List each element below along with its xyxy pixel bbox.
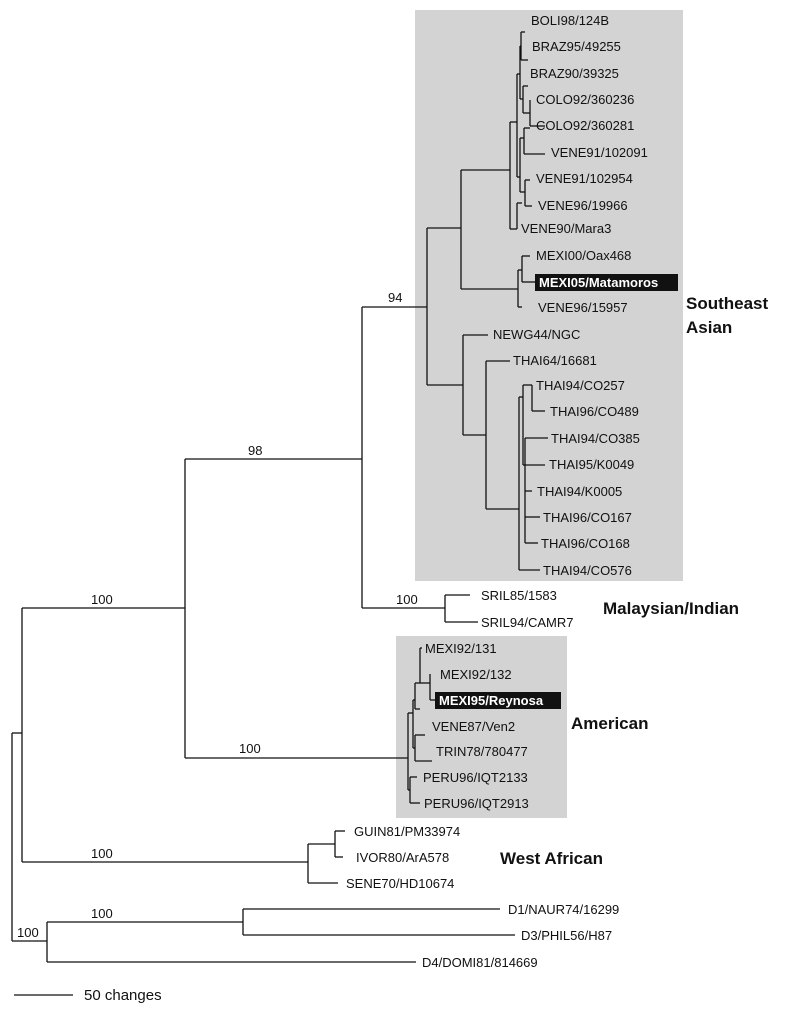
taxon-label: MEXI92/132 bbox=[440, 667, 512, 682]
taxon-label: BRAZ95/49255 bbox=[532, 39, 621, 54]
taxon-label: VENE91/102954 bbox=[536, 171, 633, 186]
american-clade-box bbox=[396, 636, 567, 818]
bootstrap-value: 100 bbox=[91, 592, 113, 607]
clade-label-west-african: West African bbox=[500, 849, 603, 868]
taxon-label: IVOR80/ArA578 bbox=[356, 850, 449, 865]
clade-label-southeast-asian: Asian bbox=[686, 318, 732, 337]
taxon-label: SRIL94/CAMR7 bbox=[481, 615, 573, 630]
taxon-label: BOLI98/124B bbox=[531, 13, 609, 28]
taxon-label: THAI96/CO167 bbox=[543, 510, 632, 525]
taxon-label: THAI94/CO385 bbox=[551, 431, 640, 446]
taxon-label: THAI94/CO576 bbox=[543, 563, 632, 578]
taxon-label: PERU96/IQT2913 bbox=[424, 796, 529, 811]
taxon-label: VENE87/Ven2 bbox=[432, 719, 515, 734]
highlight-bg-matamoros bbox=[535, 274, 678, 291]
taxon-label: THAI64/16681 bbox=[513, 353, 597, 368]
taxon-label: THAI96/CO489 bbox=[550, 404, 639, 419]
taxon-label: MEXI00/Oax468 bbox=[536, 248, 631, 263]
taxon-label: BRAZ90/39325 bbox=[530, 66, 619, 81]
taxon-label: COLO92/360281 bbox=[536, 118, 634, 133]
scale-bar-label: 50 changes bbox=[84, 987, 162, 1004]
southeast-asian-clade-box bbox=[415, 10, 683, 581]
taxon-label: THAI94/CO257 bbox=[536, 378, 625, 393]
taxon-label: D1/NAUR74/16299 bbox=[508, 902, 619, 917]
taxon-label: THAI96/CO168 bbox=[541, 536, 630, 551]
taxon-label: SRIL85/1583 bbox=[481, 588, 557, 603]
taxon-label: SENE70/HD10674 bbox=[346, 876, 454, 891]
clade-label-american: American bbox=[571, 714, 648, 733]
taxon-label: D3/PHIL56/H87 bbox=[521, 928, 612, 943]
taxon-label-highlighted: MEXI95/Reynosa bbox=[439, 693, 544, 708]
bootstrap-value: 100 bbox=[17, 925, 39, 940]
bootstrap-value: 98 bbox=[248, 443, 262, 458]
taxon-label: COLO92/360236 bbox=[536, 92, 634, 107]
taxon-label: THAI94/K0005 bbox=[537, 484, 622, 499]
taxon-label: VENE96/15957 bbox=[538, 300, 628, 315]
bootstrap-value: 100 bbox=[91, 906, 113, 921]
taxon-label: TRIN78/780477 bbox=[436, 744, 528, 759]
taxon-label: VENE91/102091 bbox=[551, 145, 648, 160]
bootstrap-value: 100 bbox=[396, 592, 418, 607]
bootstrap-value: 100 bbox=[239, 741, 261, 756]
taxon-label-highlighted: MEXI05/Matamoros bbox=[539, 275, 658, 290]
bootstrap-value: 94 bbox=[388, 290, 402, 305]
taxon-label: THAI95/K0049 bbox=[549, 457, 634, 472]
taxon-label: D4/DOMI81/814669 bbox=[422, 955, 538, 970]
taxon-label: VENE90/Mara3 bbox=[521, 221, 611, 236]
taxon-label: NEWG44/NGC bbox=[493, 327, 580, 342]
tree-branches bbox=[11, 31, 548, 963]
bootstrap-value: 100 bbox=[91, 846, 113, 861]
taxon-label: VENE96/19966 bbox=[538, 198, 628, 213]
taxon-label: GUIN81/PM33974 bbox=[354, 824, 460, 839]
taxon-label: PERU96/IQT2133 bbox=[423, 770, 528, 785]
clade-label-southeast-asian: Southeast bbox=[686, 294, 769, 313]
clade-label-malaysian-indian: Malaysian/Indian bbox=[603, 599, 739, 618]
highlight-bg-reynosa bbox=[435, 692, 561, 709]
taxon-label: MEXI92/131 bbox=[425, 641, 497, 656]
